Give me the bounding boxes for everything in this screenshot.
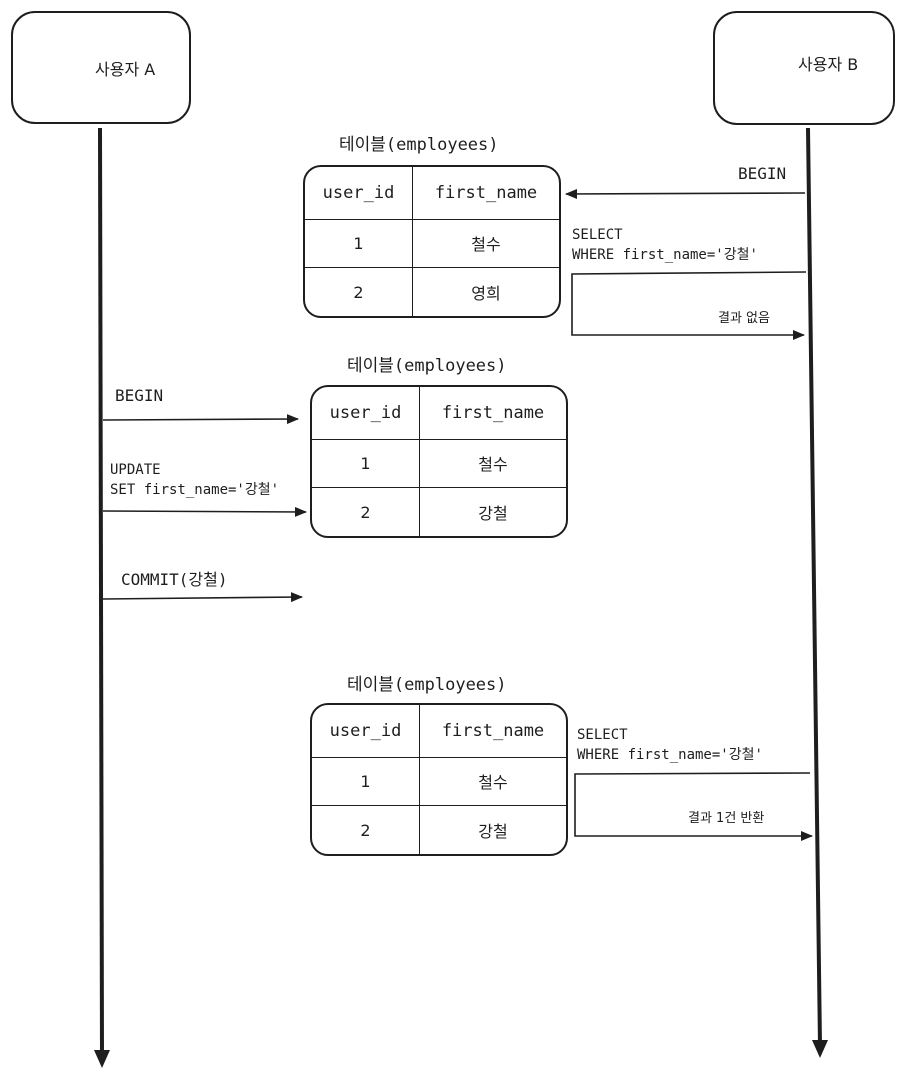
table-cell: 강철: [478, 822, 508, 842]
table-1-title: 테이블(employees): [339, 135, 499, 155]
arrow-a-commit: [102, 592, 303, 603]
table-3-header-first-name: first_name: [419, 705, 566, 758]
table-row: 2 강철: [312, 487, 566, 536]
table-cell: 철수: [412, 219, 559, 269]
lifeline-a: [98, 127, 104, 1061]
actor-b-box: [713, 11, 895, 125]
table-3: user_id first_name 1 철수 2 강철: [310, 703, 568, 856]
b-begin-label: BEGIN: [738, 164, 787, 183]
arrow-a-update: [102, 506, 307, 517]
a-commit-label: COMMIT(강철): [121, 570, 228, 589]
table-cell: 영희: [471, 284, 501, 304]
table-cell: 1: [312, 439, 420, 489]
table-cell: 강철: [478, 504, 508, 524]
a-begin-label: BEGIN: [115, 386, 164, 405]
table-1-header-user-id: user_id: [305, 167, 413, 220]
table-cell: 1: [305, 219, 413, 269]
a-update-line1: UPDATE: [110, 462, 161, 478]
b-select-1-line1: SELECT: [572, 227, 623, 243]
a-update-line2: SET first_name='강철': [110, 482, 280, 498]
b-result-1-label: 결과 없음: [718, 311, 770, 326]
arrow-b-select-2: [574, 772, 813, 841]
table-row: 2 강철: [312, 805, 566, 854]
table-row: 1 철수: [305, 219, 559, 269]
b-select-1-line2: WHERE first_name='강철': [572, 247, 758, 263]
lifeline-a-arrowhead: [94, 1050, 110, 1068]
table-2: user_id first_name 1 철수 2 강철: [310, 385, 568, 538]
table-2-header-first-name: first_name: [419, 387, 566, 440]
table-cell: 2: [305, 267, 413, 316]
table-cell: 2: [312, 487, 420, 536]
table-cell: 2: [312, 805, 420, 854]
b-select-2-line2: WHERE first_name='강철': [577, 747, 763, 763]
table-cell: 철수: [419, 439, 566, 489]
table-cell: 1: [312, 757, 420, 807]
actor-a-box: [11, 11, 191, 124]
arrow-b-begin: [565, 188, 806, 199]
b-select-2-line1: SELECT: [577, 727, 628, 743]
table-row: 1 철수: [312, 439, 566, 489]
arrow-b-select-1: [571, 271, 807, 340]
table-3-title: 테이블(employees): [347, 675, 507, 695]
b-result-2-label: 결과 1건 반환: [688, 811, 765, 826]
lifeline-b: [806, 127, 822, 1047]
table-row: 2 영희: [305, 267, 559, 316]
actor-b-label: 사용자 B: [798, 55, 859, 74]
actor-a-label: 사용자 A: [95, 60, 156, 79]
table-2-header-user-id: user_id: [312, 387, 420, 440]
table-1-header-first-name: first_name: [412, 167, 559, 220]
table-1: user_id first_name 1 철수 2 영희: [303, 165, 561, 318]
table-3-header-user-id: user_id: [312, 705, 420, 758]
arrow-a-begin: [102, 414, 299, 425]
table-row: 1 철수: [312, 757, 566, 807]
table-2-title: 테이블(employees): [347, 356, 507, 376]
table-cell: 철수: [419, 757, 566, 807]
lifeline-b-arrowhead: [812, 1040, 828, 1058]
